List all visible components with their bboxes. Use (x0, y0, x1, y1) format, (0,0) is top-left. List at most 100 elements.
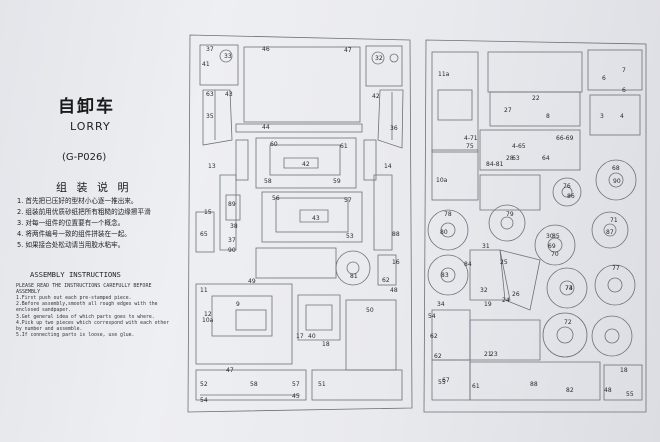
part-number: 4-65 (512, 143, 526, 150)
part-number: 87 (606, 229, 614, 236)
part-number: 25 (500, 259, 508, 266)
part-number: 17 (296, 333, 304, 340)
part-number: 85 (552, 233, 560, 240)
part-number: 48 (390, 287, 398, 294)
part-number: 26 (512, 291, 520, 298)
part-number: 56 (272, 195, 280, 202)
step-en: 5.If connecting parts is loose, use glue… (16, 333, 135, 339)
part-number: 72 (564, 319, 572, 326)
part-number: 18 (322, 341, 330, 348)
part-number: 76 (563, 183, 571, 190)
part-number: 12 (204, 311, 212, 318)
step-cn: 5. 如果接合处松动请当用胶水粘牢。 (17, 241, 125, 249)
part-number: 90 (228, 247, 236, 254)
part-number: 63 (206, 91, 214, 98)
part-number: 9 (236, 301, 240, 308)
model-title-cn: 自卸车 (58, 97, 115, 117)
assembly-heading-cn: 组 装 说 明 (56, 181, 132, 194)
part-number: 41 (202, 61, 210, 68)
part-number: 75 (466, 143, 474, 150)
part-number: 10a (436, 177, 448, 184)
part-number: 54 (200, 397, 208, 404)
step-cn: 2. 组装前用优质砂纸把所有粗糙的边缘擦平滑 (17, 208, 151, 216)
left-parts-board (187, 34, 413, 413)
part-number: 15 (204, 209, 212, 216)
model-code: (G-P026) (62, 152, 107, 163)
part-number: 68 (612, 165, 620, 172)
part-number: 23 (490, 351, 498, 358)
part-number: 24 (502, 297, 510, 304)
part-number: 32 (480, 287, 488, 294)
part-number: 49 (248, 278, 256, 285)
part-number: 63 (512, 155, 520, 162)
part-number: 77 (612, 265, 620, 272)
part-number: 51 (318, 381, 326, 388)
step-cn: 4. 将两件编号一致的组件拼装在一起。 (17, 230, 131, 238)
part-number: 71 (610, 217, 618, 224)
part-number: 40 (308, 333, 316, 340)
instructions-panel: 自卸车 LORRY (G-P026) 组 装 说 明 1. 首先把已压好的型材小… (0, 0, 180, 442)
part-number: 28 (506, 155, 514, 162)
part-number: 67 (442, 377, 450, 384)
part-number: 62 (430, 333, 438, 340)
part-number: 62 (434, 353, 442, 360)
part-number: 30 (546, 233, 554, 240)
part-number: 57 (344, 197, 352, 204)
part-number: 57 (292, 381, 300, 388)
part-number: 4 (620, 113, 624, 120)
part-number: 84 (464, 261, 472, 268)
part-number: 89 (228, 201, 236, 208)
part-number: 8 (546, 113, 550, 120)
part-number: 52 (200, 381, 208, 388)
part-number: 18 (620, 367, 628, 374)
part-number: 13 (208, 163, 216, 170)
part-number: 3 (600, 113, 604, 120)
part-number: 38 (230, 223, 238, 230)
step-en: 1.First push out each pre-stamped piece. (16, 296, 132, 301)
part-number: 52 (0, 0, 8, 2)
part-number: 34 (437, 301, 445, 308)
part-number: 86 (567, 193, 575, 200)
step-en: 2.Before assembly,smooth all rough edges… (16, 302, 158, 314)
part-number: 62 (382, 277, 390, 284)
part-number: 16 (392, 259, 400, 266)
assembly-intro-en: PLEASE READ THE INSTRUCTIONS CAREFULLY B… (16, 283, 152, 295)
part-number: 4-71 (464, 135, 478, 142)
step-cn: 1. 首先把已压好的型材小心逐一推出来。 (17, 197, 138, 205)
part-number: 19 (484, 301, 492, 308)
part-number: 80 (440, 229, 448, 236)
part-number: 61 (340, 143, 348, 150)
part-number: 78 (444, 211, 452, 218)
part-number: 50 (366, 307, 374, 314)
part-number: 7 (622, 67, 626, 74)
assembly-steps-cn: 1. 首先把已压好的型材小心逐一推出来。 2. 组装前用优质砂纸把所有粗糙的边缘… (17, 196, 177, 251)
right-parts-board (423, 39, 647, 413)
part-number: 37 (206, 46, 214, 53)
part-number: 44 (262, 124, 270, 131)
part-number: 73 (565, 285, 573, 292)
part-number: 74 (565, 285, 573, 292)
part-number: 59 (333, 178, 341, 185)
part-number: 61 (472, 383, 480, 390)
part-number: 55 (626, 391, 634, 398)
part-number: 69 (548, 243, 556, 250)
part-number: 43 (312, 215, 320, 222)
part-number: 47 (226, 367, 234, 374)
part-number: 22 (532, 95, 540, 102)
part-number: 53 (346, 233, 354, 240)
part-number: 36 (390, 125, 398, 132)
part-number: 88 (392, 231, 400, 238)
part-number: 35 (206, 113, 214, 120)
part-number: 84-81 (486, 161, 504, 168)
part-number: 11a (438, 71, 450, 78)
part-number: 58 (250, 381, 258, 388)
part-number: 55 (438, 379, 446, 386)
part-number: 79 (506, 211, 514, 218)
part-number: 43 (225, 91, 233, 98)
part-number: 65 (200, 231, 208, 238)
part-number: 37 (228, 237, 236, 244)
part-number: 11 (200, 287, 208, 294)
part-number: 32 (375, 55, 383, 62)
